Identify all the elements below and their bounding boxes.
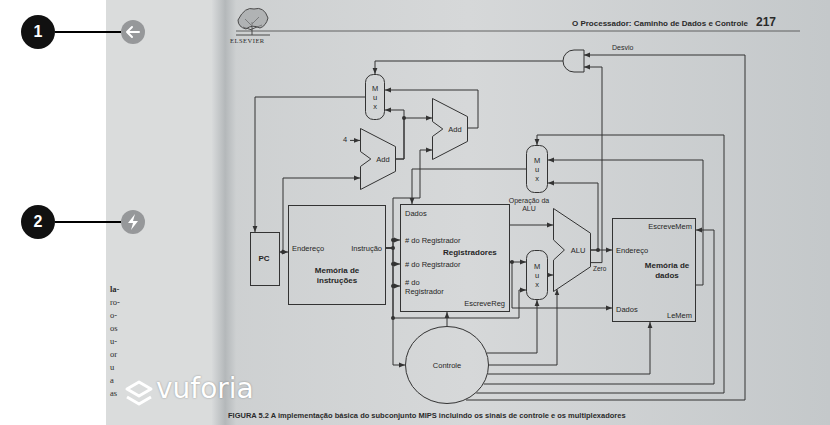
add-outline (361, 129, 396, 190)
mux-outline (366, 75, 385, 120)
register-box: PC (250, 232, 280, 286)
and-gate (563, 50, 584, 72)
node-text: Memória de dados (643, 261, 691, 280)
callout-circle (21, 15, 55, 49)
node-text: LeMem (667, 311, 692, 320)
watermark: vuforia (156, 372, 254, 406)
connector-wire (386, 150, 432, 248)
connector-wire (280, 178, 360, 252)
constant-value: 4 (343, 135, 347, 144)
page-photo (106, 0, 830, 425)
node-text: M u x (533, 156, 541, 183)
callout-number: 1 (28, 22, 48, 42)
connector-wire (385, 110, 404, 159)
connector-wire (510, 262, 612, 308)
alu-outline (554, 209, 591, 292)
connector-wire (488, 322, 650, 374)
node-text: Registradores (443, 248, 497, 258)
page-number: 217 (756, 15, 776, 29)
back-button (121, 20, 145, 44)
multiplexer: M u x (365, 74, 385, 120)
adder: Add (432, 98, 468, 160)
signal-name: Zero (593, 265, 606, 273)
margin-fragment: u- (110, 336, 117, 346)
callout-number: 2 (28, 212, 48, 232)
margin-fragment: a (110, 375, 114, 385)
node-text: Dados (616, 305, 638, 314)
node-text: PC (251, 254, 277, 264)
margin-fragment: o- (110, 310, 117, 320)
callout-circle (21, 205, 55, 239)
running-header: O Processador: Caminho de Dados e Contro… (520, 19, 748, 29)
margin-fragment: as (110, 388, 117, 398)
node-text: M u x (371, 84, 379, 111)
node-text: Add (372, 155, 394, 164)
page-fold (212, 0, 236, 425)
connector-wire (548, 160, 703, 285)
node-text: # do Registrador (405, 236, 460, 245)
memory-box: EscreveMemEndereçoMemória de dadosDadosL… (612, 218, 696, 322)
margin-fragment: la- (110, 284, 119, 294)
signal-name: Desvio (612, 44, 633, 52)
flash-button (121, 210, 145, 234)
connector-wire (548, 275, 553, 276)
node-text: Endereço (616, 246, 648, 255)
alu-unit: ALU (553, 208, 591, 292)
ellipse-outline (406, 327, 489, 404)
callout-leader (55, 221, 121, 223)
margin-fragment: os (110, 323, 118, 333)
connector-wire (447, 312, 448, 326)
node-text: Controle (405, 361, 489, 370)
margin-fragment: ro- (110, 297, 120, 307)
left-page (106, 0, 214, 425)
figure-caption: FIGURA 5.2 A implementação básica do sub… (228, 411, 626, 420)
branch-control-wire (466, 55, 745, 400)
node-text: Endereço (292, 244, 324, 253)
multiplexer: M u x (526, 145, 548, 193)
margin-fragment: u (110, 362, 114, 372)
zero-wire (584, 67, 602, 263)
connector-wire (386, 248, 405, 365)
header-rule (236, 31, 800, 32)
multiplexer: M u x (526, 250, 548, 300)
back-arrow-icon (127, 27, 139, 37)
connector-wire (484, 230, 714, 384)
constant-wire (350, 140, 360, 141)
control-ellipse: Controle (405, 326, 489, 404)
connector-wire (396, 118, 432, 159)
node-text: ALU (567, 246, 589, 255)
publisher-name: ELSEVIER (230, 37, 265, 45)
node-text: Memória de instruções (307, 266, 367, 285)
flash-icon (128, 214, 138, 230)
node-text: EscreveReg (464, 299, 505, 308)
junction-dots (281, 116, 600, 320)
margin-fragment: or (110, 349, 117, 359)
connector-wire (386, 248, 526, 318)
node-text: # do Registrador (405, 260, 460, 269)
node-text: M u x (533, 262, 541, 289)
register-file: Dados# do RegistradorRegistradores# do R… (400, 204, 510, 312)
memory-box: Endereço InstruçãoMemória de instruções (288, 205, 386, 305)
signal-name: Operação da ALU (503, 197, 555, 213)
mux-outline (527, 251, 548, 300)
node-text: EscreveMem (648, 222, 692, 231)
node-text: Instrução (351, 244, 382, 253)
connector-wire (255, 97, 365, 232)
connector-wire (476, 135, 724, 393)
node-text: # do Registrador (405, 278, 450, 296)
connector-wire (510, 225, 553, 226)
node-text: Dados (405, 209, 427, 218)
node-text: Add (444, 125, 466, 134)
adder: Add (360, 128, 396, 190)
branch-select-wire (375, 61, 563, 74)
callout-leader (55, 31, 121, 33)
connector-wire (385, 90, 478, 128)
add-outline (433, 99, 468, 160)
mux-outline (527, 146, 548, 193)
vuforia-logo-icon (127, 382, 151, 404)
